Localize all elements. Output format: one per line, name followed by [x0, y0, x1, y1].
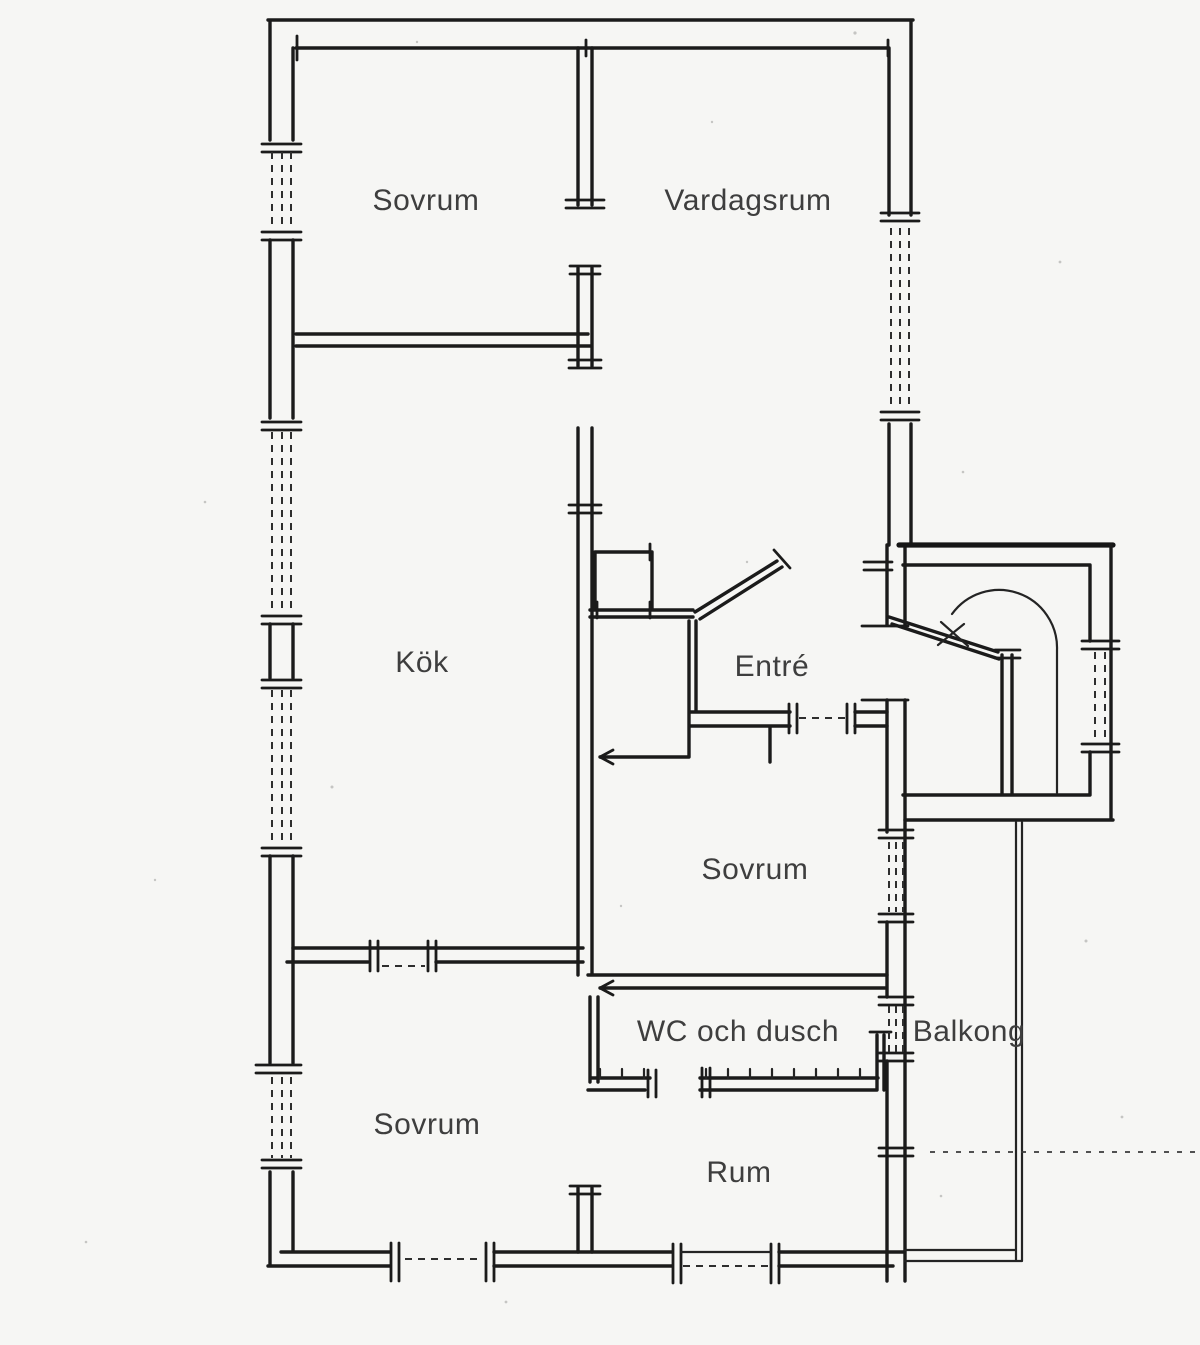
stair-hall-walls [887, 542, 1116, 822]
windows [271, 152, 1106, 1267]
entry-arrow-head [598, 748, 615, 766]
room-label-sovrum-top-left: Sovrum [372, 184, 480, 217]
interior-walls [285, 46, 889, 1254]
room-label-balkong: Balkong [912, 1015, 1026, 1048]
room-label-sovrum-bottom-left: Sovrum [373, 1108, 481, 1141]
scan-noise [84, 31, 1124, 1304]
wall-end-ticks [254, 34, 1121, 1285]
entrance-door-leaf [887, 615, 1001, 661]
exterior-walls [266, 18, 915, 1283]
wc-partition-hatch [598, 1067, 862, 1080]
room-label-vardagsrum: Vardagsrum [664, 184, 832, 217]
entrance-door-swing-arc [950, 588, 1059, 795]
room-label-sovrum-middle: Sovrum [701, 853, 809, 886]
door-handle-mark [936, 620, 970, 648]
room-label-rum: Rum [706, 1156, 772, 1189]
room-label-kok: Kök [395, 646, 449, 679]
balcony-outline [903, 820, 1195, 1263]
room-label-entre: Entré [734, 650, 810, 683]
room-label-wc-och-dusch: WC och dusch [636, 1015, 840, 1048]
door-arrow-head [598, 979, 615, 997]
